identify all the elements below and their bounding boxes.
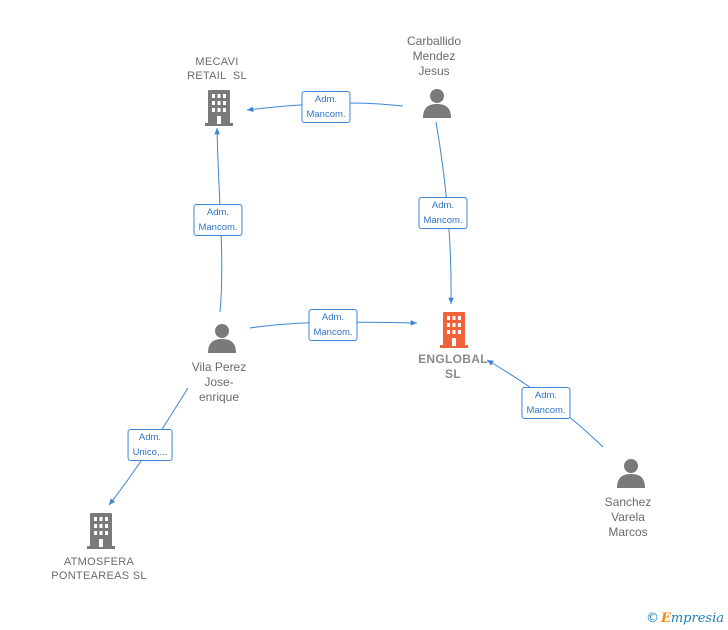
mecavi-label-line: RETAIL SL [187, 70, 247, 82]
englobal-label[interactable]: ENGLOBAL SL [418, 352, 488, 382]
mecavi-label[interactable]: MECAVI RETAIL SL [187, 55, 247, 83]
edge-label-line: Adm. [431, 200, 455, 211]
brand-name-rest: mpresia [670, 611, 724, 626]
edge-label-line: Adm. [321, 312, 345, 323]
vila-label[interactable]: Vila Perez Jose- enrique [192, 360, 246, 405]
edge-label-line: Adm. [206, 207, 230, 218]
carballido-label-line: Jesus [418, 64, 450, 78]
edge-label-line: Mancom. [306, 109, 346, 120]
sanchez-person-icon[interactable] [617, 459, 645, 488]
copyright-symbol: © [645, 611, 659, 626]
vila-label-line: Vila Perez [191, 360, 247, 374]
edge-label-line: Mancom. [198, 222, 238, 233]
brand-initial: E [660, 611, 671, 626]
atmosfera-label[interactable]: ATMOSFERA PONTEAREAS SL [51, 555, 147, 583]
atmosfera-label-line: ATMOSFERA [63, 556, 135, 568]
edge-label-vila-atmosfera[interactable]: Adm. Unico,... [127, 429, 173, 461]
atmosfera-building-icon[interactable] [87, 513, 115, 549]
edge-label-sanchez-englobal[interactable]: Adm. Mancom. [521, 387, 571, 419]
carballido-label[interactable]: Carballido Mendez Jesus [407, 34, 461, 79]
englobal-building-icon[interactable] [440, 312, 468, 348]
atmosfera-label-line: PONTEAREAS SL [51, 570, 147, 582]
mecavi-building-icon[interactable] [205, 90, 233, 126]
edge-label-vila-englobal[interactable]: Adm. Mancom. [308, 309, 358, 341]
englobal-label-line: SL [445, 367, 461, 381]
vila-label-line: Jose- [204, 375, 234, 389]
sanchez-label-line: Varela [611, 510, 645, 524]
empresia-logo[interactable]: ©Empresia [646, 611, 724, 626]
carballido-label-line: Mendez [412, 49, 456, 63]
edge-label-line: Adm. [534, 390, 558, 401]
sanchez-label-line: Sanchez [604, 495, 652, 509]
edge-label-line: Unico,... [132, 447, 168, 458]
edge-label-line: Adm. [314, 94, 338, 105]
sanchez-label[interactable]: Sanchez Varela Marcos [605, 495, 652, 540]
edge-label-carballido-englobal[interactable]: Adm. Mancom. [418, 197, 468, 229]
edge-label-line: Mancom. [313, 327, 353, 338]
carballido-label-line: Carballido [406, 34, 462, 48]
mecavi-label-line: MECAVI [195, 56, 239, 68]
vila-person-icon[interactable] [208, 324, 236, 353]
edge-label-line: Mancom. [526, 405, 566, 416]
edge-label-vila-mecavi[interactable]: Adm. Mancom. [193, 204, 243, 236]
englobal-label-line: ENGLOBAL [418, 352, 488, 366]
sanchez-label-line: Marcos [608, 525, 648, 539]
edge-label-line: Mancom. [423, 215, 463, 226]
edge-label-line: Adm. [138, 432, 162, 443]
carballido-person-icon[interactable] [423, 89, 451, 118]
vila-label-line: enrique [198, 390, 240, 404]
edge-label-carballido-mecavi[interactable]: Adm. Mancom. [301, 91, 351, 123]
